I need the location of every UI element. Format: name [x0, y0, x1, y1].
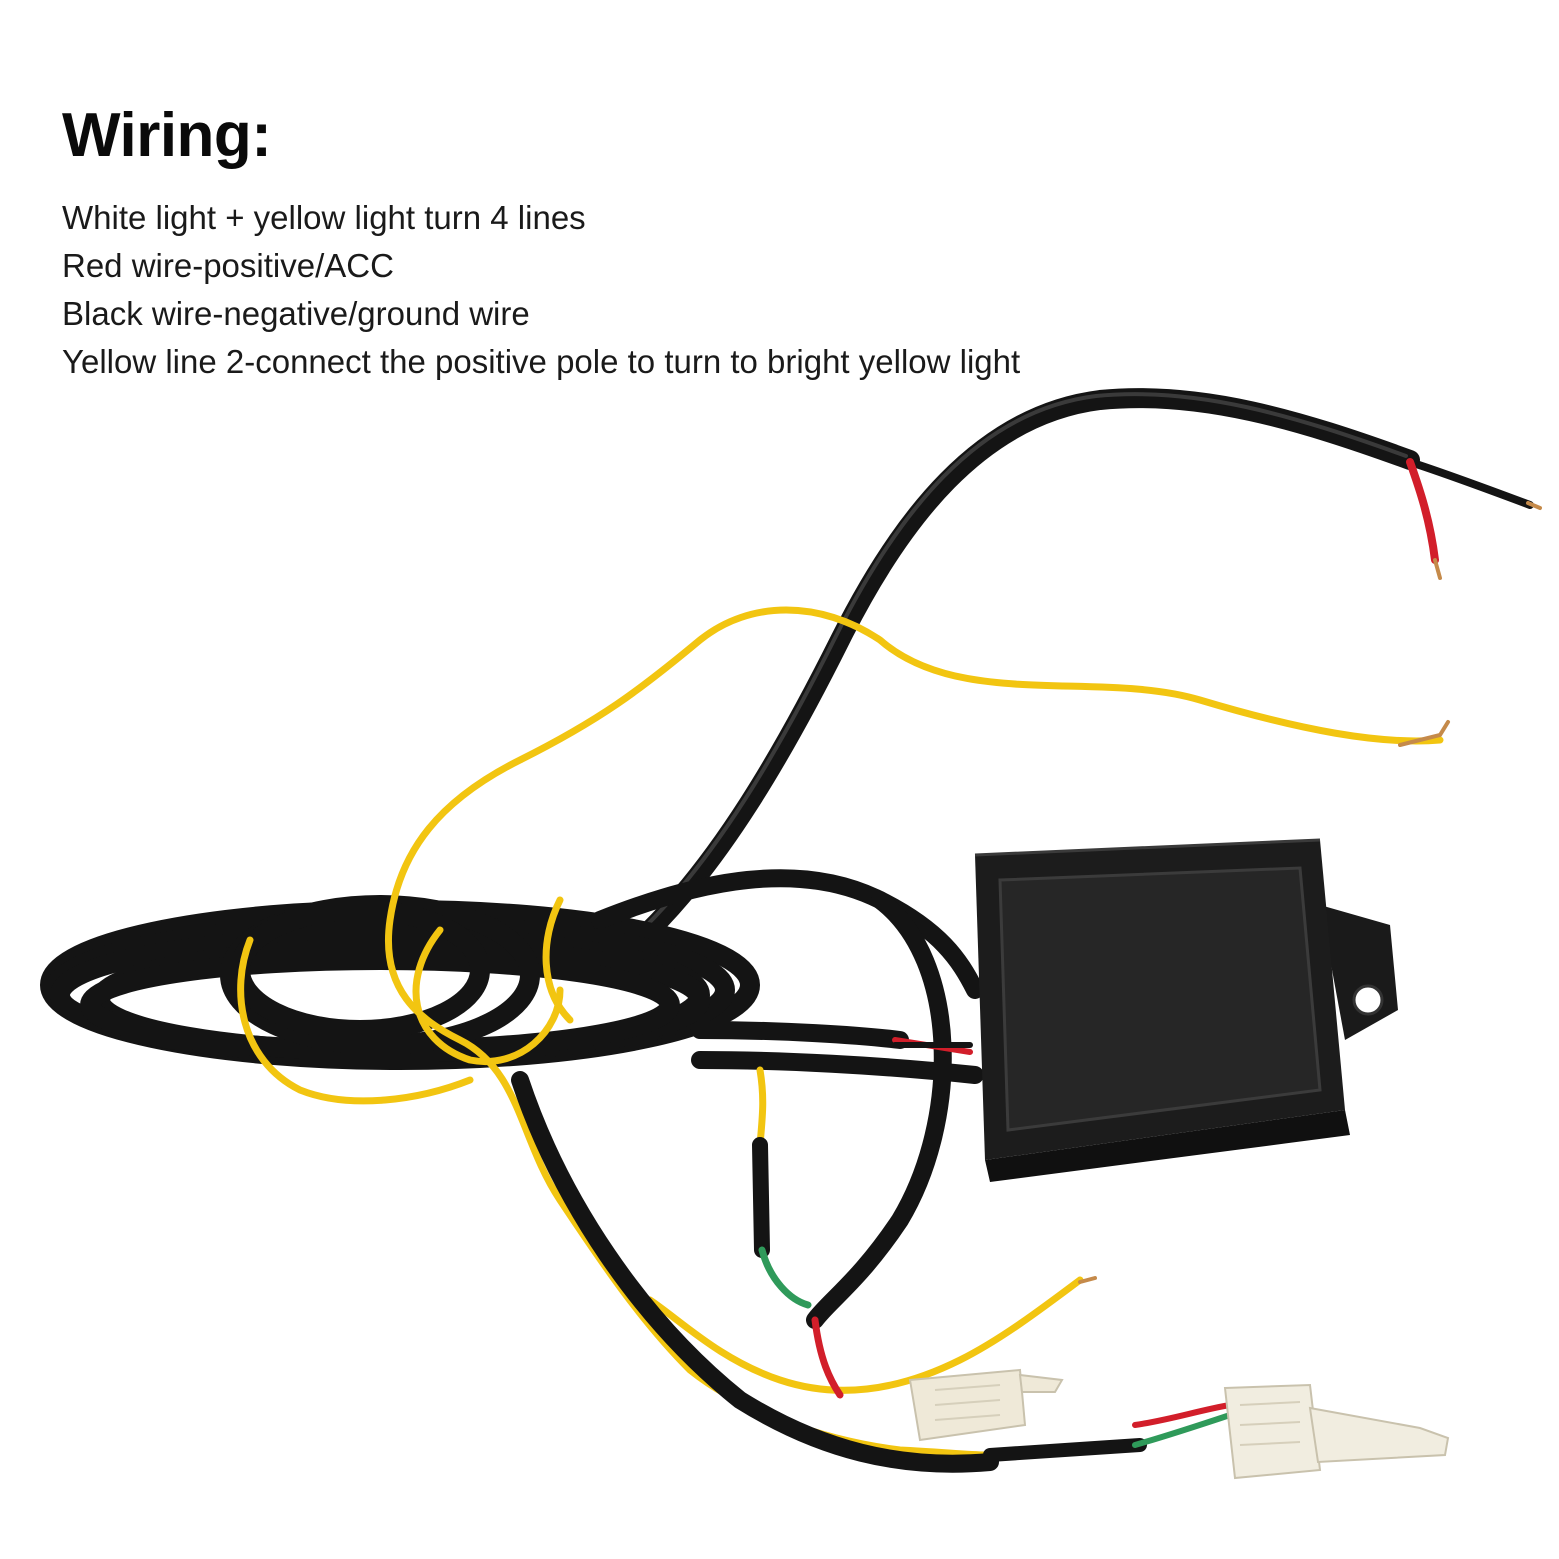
green-wire-segment [752, 1137, 812, 1309]
page-title: Wiring: [62, 101, 272, 170]
wiring-line: Black wire-negative/ground wire [62, 295, 530, 332]
connector-plug-icon [1223, 1383, 1450, 1480]
yellow-wires [237, 606, 1444, 1459]
connector-plug-icon [908, 1368, 1064, 1442]
coiled-cable-bundle [40, 895, 760, 1070]
module-input-leads [892, 1037, 973, 1055]
yellow-wire-ends [1078, 720, 1450, 1284]
wiring-line: Red wire-positive/ACC [62, 247, 394, 284]
cables-to-module [591, 869, 984, 1329]
lower-leads [511, 1071, 1233, 1473]
wiring-instructions: Wiring: White light + yellow light turn … [62, 100, 1462, 386]
wiring-line: White light + yellow light turn 4 lines [62, 199, 586, 236]
controller-module-icon [974, 838, 1398, 1182]
top-right-wire-end [1406, 458, 1542, 580]
wiring-line: Yellow line 2-connect the positive pole … [62, 343, 1021, 380]
wiring-line-list: White light + yellow light turn 4 lines … [62, 194, 1462, 386]
main-black-cable [640, 388, 1420, 940]
